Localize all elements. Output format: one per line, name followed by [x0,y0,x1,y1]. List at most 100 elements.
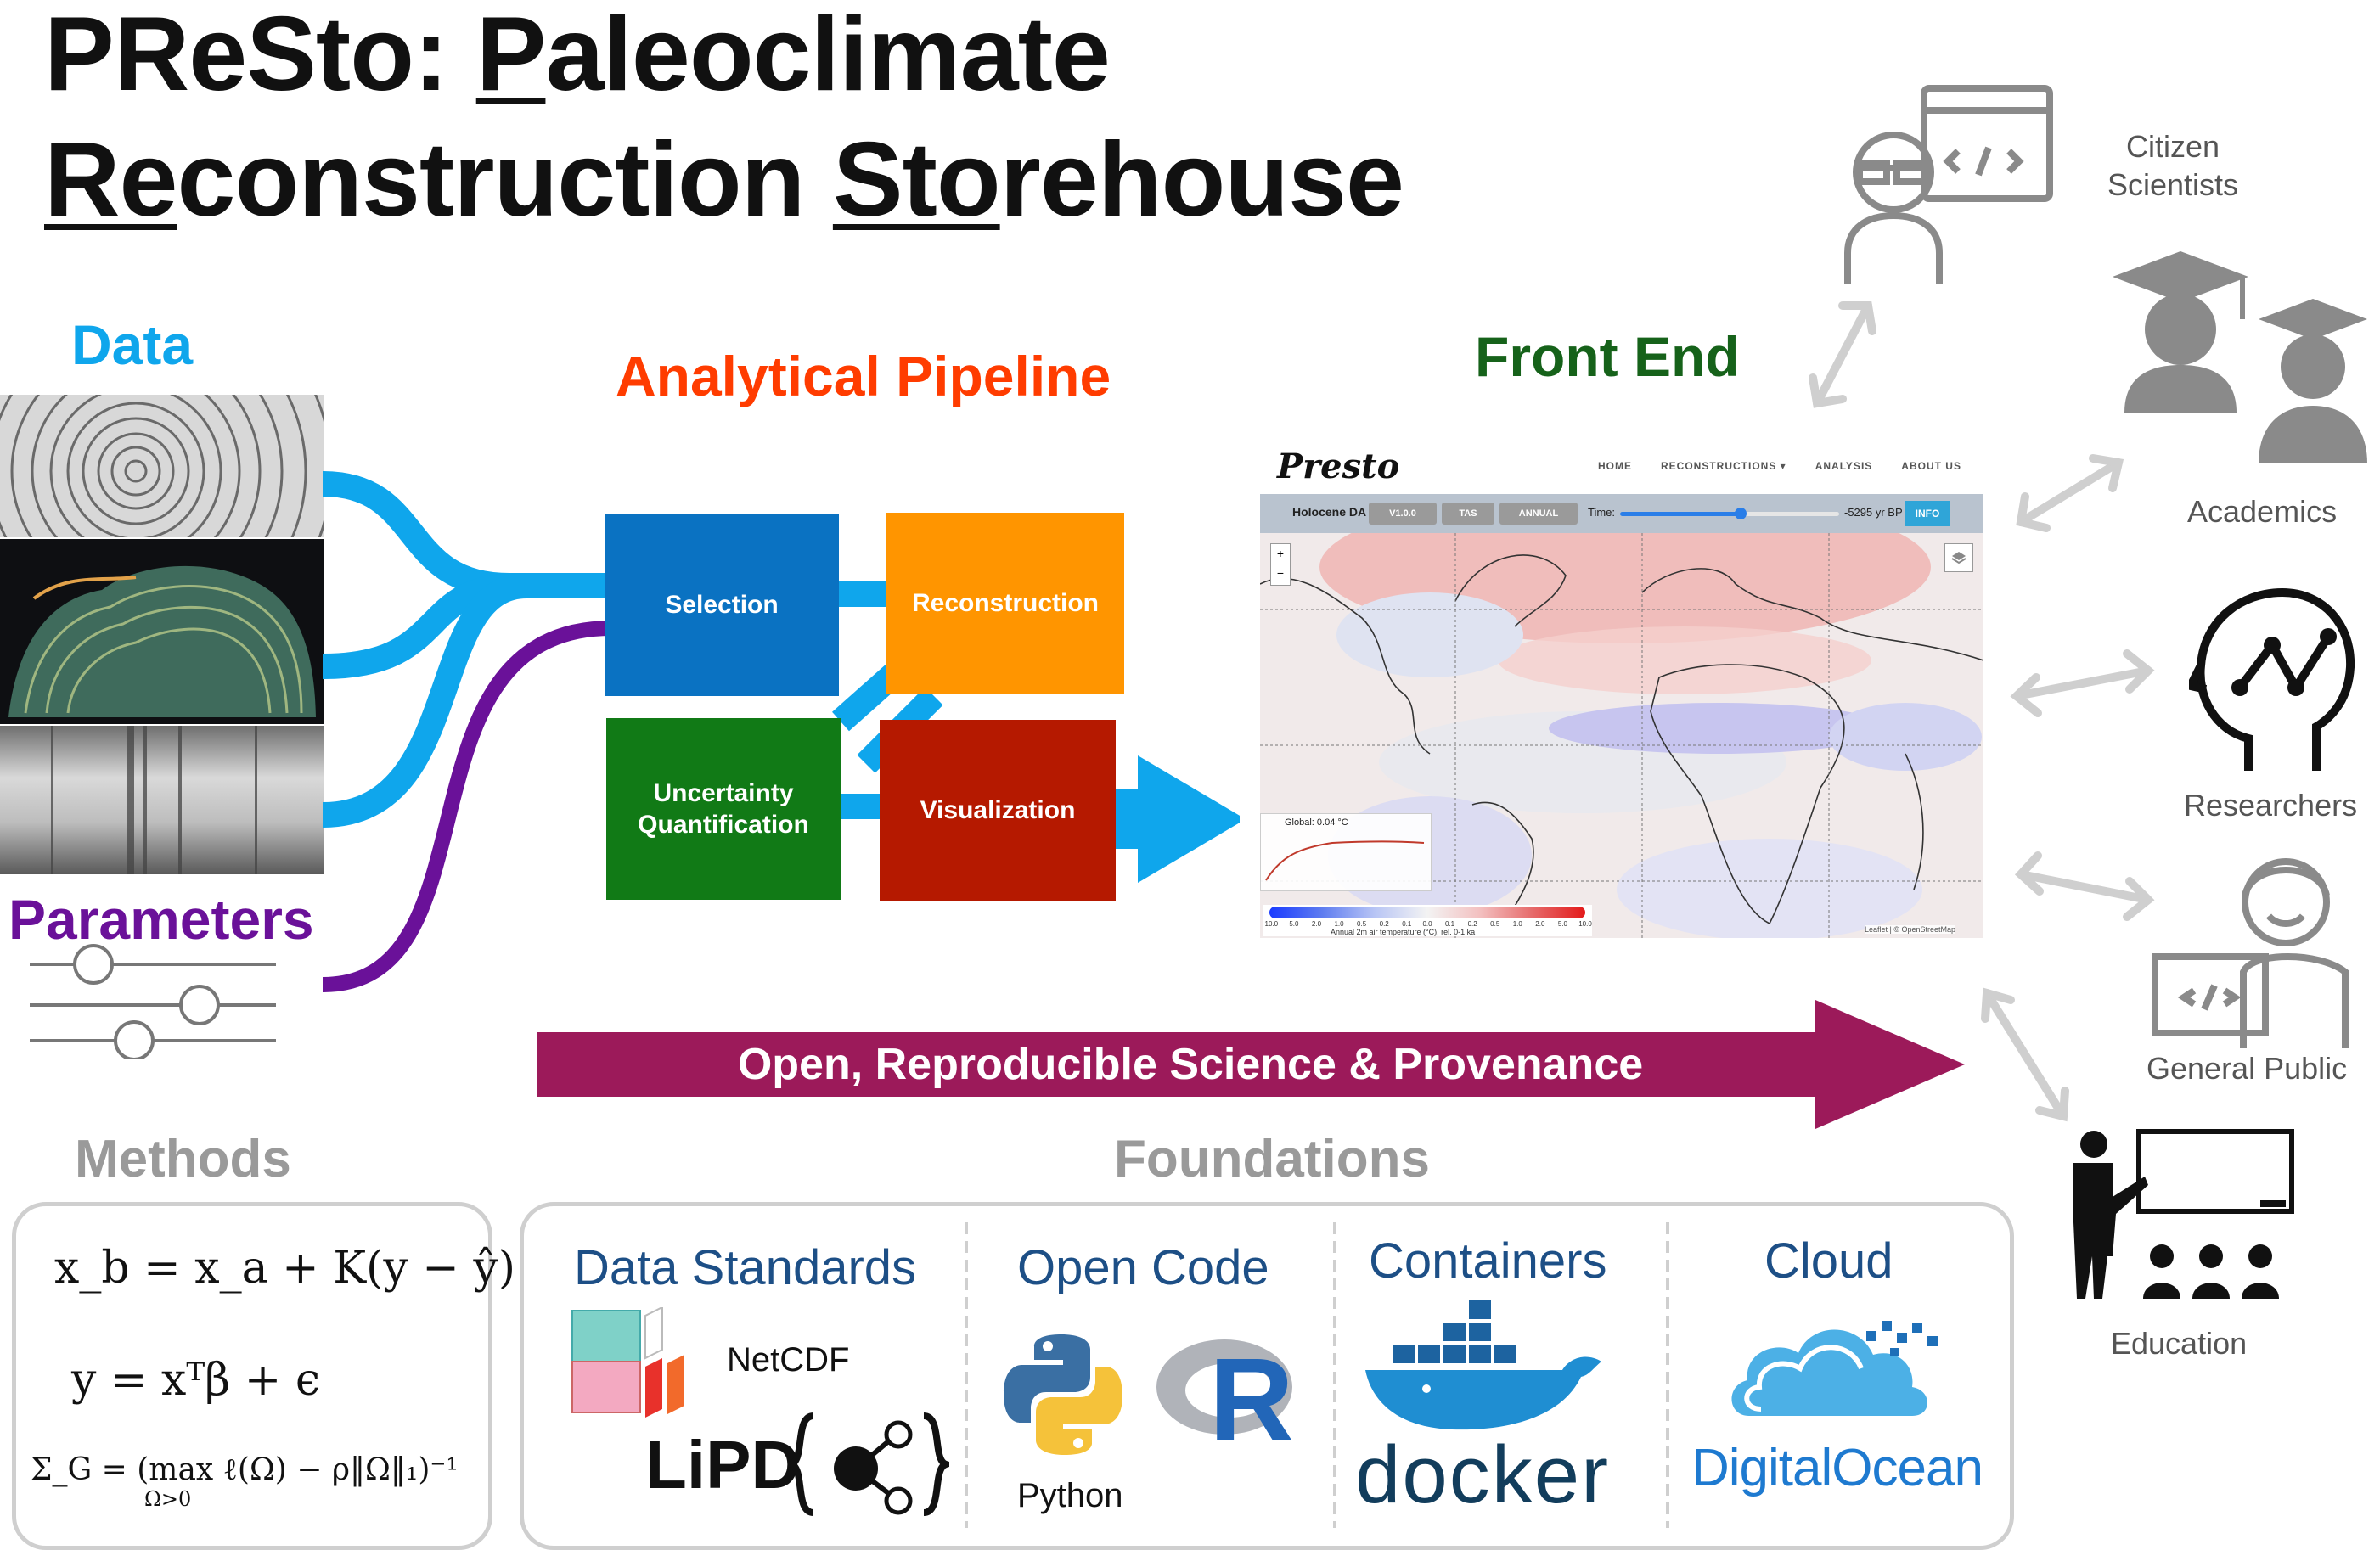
season-select[interactable]: ANNUAL [1499,503,1578,525]
banner-text: Open, Reproducible Science & Provenance [737,1040,1644,1089]
colorbar-tick: 0.2 [1467,920,1477,928]
uncertainty-label-1: Uncertainty [653,778,794,807]
zoom-out-button[interactable]: − [1276,566,1285,580]
nav-analysis[interactable]: ANALYSIS [1815,460,1873,472]
data-flow-lines [323,471,611,992]
data-heading: Data [71,313,194,376]
global-readout: Global: 0.04 °C [1285,817,1348,828]
netcdf-icon [571,1307,684,1418]
reconstruction-box: Reconstruction [886,513,1124,694]
front-end-app-screenshot: Presto HOME RECONSTRUCTIONS ▾ ANALYSIS A… [1260,441,1983,938]
colorbar-tick: 2.0 [1535,920,1545,928]
colorbar-tick: −2.0 [1308,920,1322,928]
visualization-box: Visualization [880,720,1116,901]
selection-box: Selection [605,514,839,696]
citizen-scientists-label: Citizen Scientists [2107,127,2238,204]
colorbar-ticks: −10.0 −5.0 −2.0 −1.0 −0.5 −0.2 −0.1 0.0 0.1 0.2 0.… [1261,920,1592,928]
education-label: Education [2111,1326,2248,1361]
python-label: Python [1017,1477,1123,1514]
colorbar-tick: 0.0 [1422,920,1432,928]
lipd-label: LiPD [645,1427,801,1502]
lipd-icon [788,1412,949,1516]
colorbar-label: Annual 2m air temperature (°C), rel. 0-1… [1331,928,1476,936]
containers-heading: Containers [1369,1233,1607,1289]
colorbar-tick: −0.1 [1398,920,1412,928]
methods-heading: Methods [75,1130,291,1188]
variable-select[interactable]: TAS [1442,503,1494,525]
colorbar-tick: −1.0 [1330,920,1344,928]
general-public-icon [2152,858,2349,1048]
colorbar-tick: 5.0 [1557,920,1567,928]
academics-label: Academics [2187,494,2338,529]
digitalocean-label: DigitalOcean [1691,1439,1983,1497]
kalman-update-equation: x_b = x_a + K(y − ŷ) [54,1243,516,1294]
tree-ring-image [0,395,324,537]
global-timeseries-inset: Global: 0.04 °C [1260,813,1432,891]
ice-core-image [0,726,324,874]
title-line-1: PReSto: Paleoclimate [44,0,1111,113]
temperature-map[interactable]: + − Global: 0.04 °C −10.0−5.0−2.0−1.0−0.… [1260,533,1983,938]
general-public-label: General Public [2147,1051,2348,1086]
front-end-heading: Front End [1475,325,1740,388]
colorbar-tick: 1.0 [1512,920,1522,928]
colorbar-tick: −5.0 [1285,920,1299,928]
regression-equation: y = xᵀβ + ϵ [71,1355,320,1406]
cloud-heading: Cloud [1764,1233,1893,1289]
nav-home[interactable]: HOME [1598,460,1632,472]
citizen-scientist-icon [1844,85,2053,284]
toolbar-label: Holocene DA [1292,505,1367,519]
python-logo-icon [1004,1334,1122,1455]
methods-panel [12,1202,492,1550]
colorbar-tick: 0.1 [1445,920,1455,928]
colorbar-tick: −10.0 [1260,920,1279,928]
colorbar-gradient [1269,907,1585,918]
docker-label: docker [1355,1429,1611,1520]
colorbar: −10.0 −5.0 −2.0 −1.0 −0.5 −0.2 −0.1 0.0 0.1 0.2 0.… [1261,905,1592,936]
open-code-heading: Open Code [1017,1240,1269,1295]
r-logo-icon [1156,1339,1292,1435]
digitalocean-cloud-icon [1731,1321,1938,1416]
citizen-label-2: Scientists [2107,167,2239,202]
zoom-in-button[interactable]: + [1276,547,1285,560]
sliders-icon [30,944,276,1059]
netcdf-label: NetCDF [727,1341,850,1379]
title-line-2: Reconstruction Storehouse [44,121,1404,239]
time-value: -5295 yr BP [1844,506,1903,519]
foundation-dividers [965,1222,1669,1528]
pipeline-heading: Analytical Pipeline [616,345,1111,407]
colorbar-tick: 0.5 [1490,920,1500,928]
coral-image [0,539,324,724]
data-standards-heading: Data Standards [574,1240,917,1295]
colorbar-tick: −0.2 [1375,920,1389,928]
map-attribution: Leaflet | © OpenStreetMap [1865,925,1956,934]
colorbar-tick: 10.0 [1578,920,1592,928]
covariance-equation: Σ_G = (max ℓ(Ω) − ρ‖Ω‖₁)⁻¹ [31,1452,459,1487]
time-slider[interactable] [1620,508,1839,519]
parameters-heading: Parameters [8,888,314,951]
covariance-equation-subscript: Ω>0 [144,1487,192,1511]
layers-icon[interactable] [1944,543,1973,572]
education-icon [2073,1129,2294,1299]
time-slider-fill [1620,512,1741,516]
uncertainty-label-2: Quantification [638,811,809,839]
zoom-control: + − [1270,543,1291,586]
uncertainty-quantification-box: Uncertainty Quantification [606,718,841,900]
info-button[interactable]: INFO [1905,501,1950,526]
time-label: Time: [1588,506,1616,519]
app-nav: HOME RECONSTRUCTIONS ▾ ANALYSIS ABOUT US [1598,460,1961,472]
researchers-icon [2189,587,2355,771]
researchers-label: Researchers [2184,788,2358,823]
time-slider-thumb[interactable] [1734,508,1747,519]
colorbar-tick: −0.5 [1353,920,1367,928]
r-label: R [1209,1334,1294,1465]
citizen-label-1: Citizen [2126,129,2220,164]
presto-logo: Presto [1277,446,1400,486]
nav-reconstructions[interactable]: RECONSTRUCTIONS ▾ [1661,460,1786,472]
version-select[interactable]: V1.0.0 [1369,503,1437,525]
app-toolbar: Holocene DA V1.0.0 TAS ANNUAL Time: -529… [1260,494,1983,533]
academics-icon [2113,251,2367,463]
docker-whale-icon [1365,1300,1601,1430]
audience-arrows [1809,301,2155,1122]
nav-about-us[interactable]: ABOUT US [1901,460,1961,472]
foundations-heading: Foundations [1114,1130,1430,1188]
